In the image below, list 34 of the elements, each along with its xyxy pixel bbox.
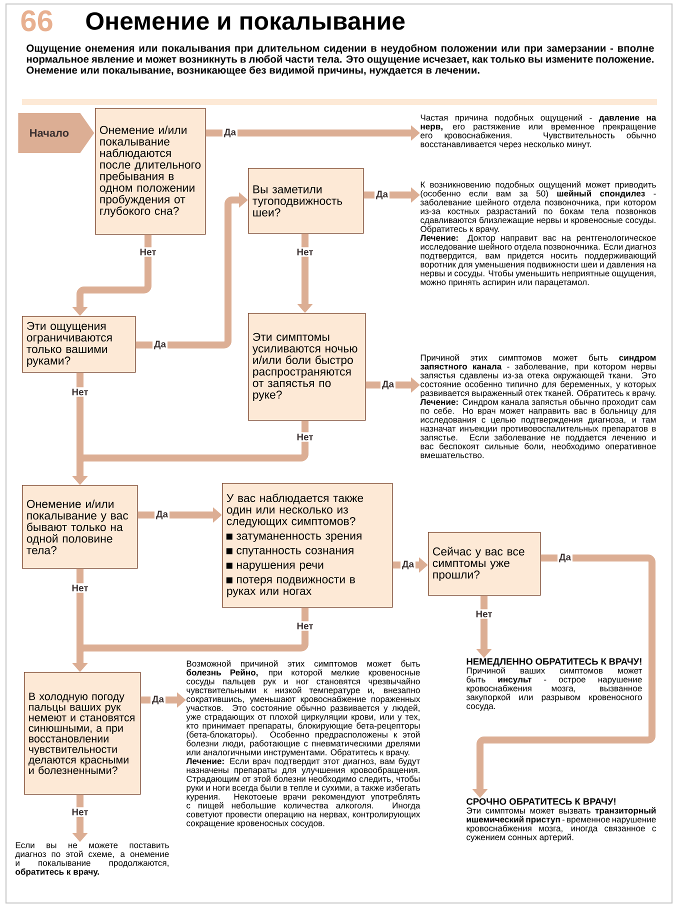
edge-label: Да — [374, 189, 390, 201]
question-box: В холодную погоду пальцы ваших рук немеют и становятся синюшными, а при восстановлении чувствительности делаются красными и болезненными? — [24, 672, 141, 795]
edge-label: Да — [558, 552, 572, 564]
question-box: У вас наблюдается также один или несколько из следующих симптомов? затуманенность зрения спутанность сознания нарушения речи потеря подвижности в руках или ногах — [222, 483, 393, 608]
question-box: Вы заметили тугоподвижность шеи? — [248, 168, 364, 234]
question-box: Эти ощущения ограничиваются только вашими руками? — [22, 316, 136, 373]
question-box: Эти симптомы усиливаются ночью и/или боли быстро распространяются от запястья по руке? — [248, 313, 366, 421]
answer-text: К возникновению подобных ощущений может приводить (особенно если вам за 50) шейный спондилез - заболевание шейного отдела позвоночника, при котором из-за костных разрастаний по бокам тела позвонков сдавливаются близлежащие нервы и кровеносные сосуды. Обратитесь к врачу. Лечение: Доктор направит вас на рентгенологическое исследование шейного отдела позвоночника. Если диагноз подтвердится, вам придется носить поддерживающий воротник для уменьшения подвижности шеи и давления на нервы и сосуды. Чтобы уменьшить неприятные ощущения, можно принять аспирин или парацетамол. — [420, 181, 656, 287]
edge-label: Нет — [474, 609, 494, 619]
edge-label: Нет — [295, 621, 315, 631]
edge-label: Да — [150, 694, 166, 706]
edge-label: Да — [400, 559, 416, 571]
edge-label: Нет — [70, 387, 90, 397]
edge-label: Да — [380, 379, 396, 391]
edge-label: Да — [154, 509, 170, 521]
answer-text: Возможной причиной этих симптомов может быть болезнь Рейно, при которой мелкие кровеносные сосуды пальцев рук и ног становятся чрезвычайно чувствительными к низкой температуре и, внезапно сократившись, уменьшают кровоснабжение пораженных участков. Это состояние обычно развивается у людей, уже страдающих от плохой циркуляции крови, или у тех, кто принимает препараты, блокирующие бета-рецепторы (бета-блокаторы). Особенно предрасположены к этой болезни люди, работающие с пневматическими дрелями или аналогичными инструментами. Обратитесь к врачу. Лечение: Если врач подтвердит этот диагноз, вам будут назначены препараты для улучшения кровообращения. Страдающим от этой болезни необходимо следить, чтобы руки и ноги всегда были в тепле и сухими, а также избегать курения. Некотоеые врачи рекомендуют употреблять с пищей небольшие количества алкоголя. Иногда советуют провести операцию на нервах, контролирующих сокращение кровеносных сосудов. — [186, 660, 420, 828]
edge-label: Да — [152, 339, 168, 351]
edge-label: Нет — [70, 807, 90, 817]
answer-text: НЕМЕДЛЕННО ОБРАТИТЕСЬ К ВРАЧУ! Причиной ваших симптомов может быть инсульт - острое нарушение кровоснабжения мозга, вызванное закупоркой или разрывом кровеносного сосуда. — [466, 658, 642, 711]
edge-label: Да — [222, 127, 238, 139]
question-box: Сейчас у вас все симптомы уже прошли? — [428, 532, 541, 596]
intro-text: Ощущение онемения или покалывания при длительном сидении в неудобном положении или при замерзании - вполне нормальное явление и может возникнуть в любой части тела. Это ощущение исчезает, как только вы измените положение. Онемение или покалывание, возникающее без видимой причины, нуждается в лечении. — [26, 44, 654, 76]
answer-text: Причиной этих симптомов может быть синдром запястного канала - заболевание, при котором нервы запястья сдавлены из-за отека окружающей ткани. Это состояние особенно типично для беременных, у которых развивается выраженный отек тканей. Обратитесь к врачу. Лечение: Синдром канала запястья обычно проходит сам по себе. Но врач может направить вас в больницу для исследования с целью подтверждения диагноза, и там назначат инъекции противовоспалительных препаратов в запястье. Если заболевание не поддается лечению и вас беспокоят сильные боли, необходимо оперативное вмешательство. — [420, 354, 656, 458]
answer-text: Если вы не можете поставить диагноз по этой схеме, а онемение и покалывание продолжаются, обратитесь к врачу. — [15, 842, 169, 876]
answer-text: СРОЧНО ОБРАТИТЕСЬ К ВРАЧУ! Эти симптомы может вызвать транзиторный ишемический приступ - временное нарушение кровоснабжения мозга, иногда связанное с сужением сонных артерий. — [466, 798, 656, 842]
question-box: Онемение и/или покалывание у вас бывают только на одной половине тела? — [22, 485, 138, 569]
edge-label: Нет — [70, 583, 90, 593]
edge-label: Нет — [138, 247, 158, 257]
question-box: Онемение и/или покалывание наблюдаются после длительного пребывания в одном положении пробуждения от глубокого сна? — [95, 108, 206, 235]
title: Онемение и покалывание — [86, 12, 405, 30]
edge-label: Нет — [295, 432, 315, 442]
page-number: 66 — [21, 10, 52, 32]
answer-text: Частая причина подобных ощущений - давление на нерв, его растяжение или временное прекращение его кровоснабжения. Чувствительность обычно восстанавливается через несколько минут. — [420, 114, 656, 149]
edge-label: Нет — [295, 247, 315, 257]
